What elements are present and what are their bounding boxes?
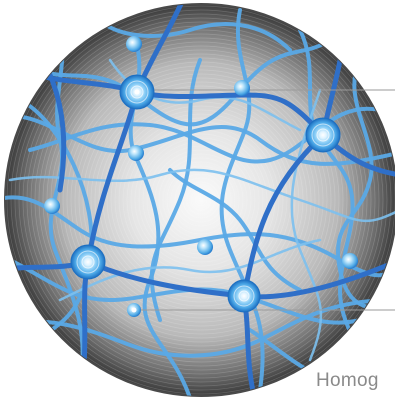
diagram-caption: Homog xyxy=(316,370,379,392)
junction-node-small xyxy=(342,253,358,269)
crosslink-node-large xyxy=(71,245,105,279)
crosslink-node-large xyxy=(228,280,260,312)
junction-node-small xyxy=(44,198,60,214)
junction-node-dot xyxy=(135,90,140,95)
junction-node-small xyxy=(128,145,144,161)
junction-node-small xyxy=(234,80,250,96)
crosslink-node-large xyxy=(306,118,340,152)
junction-node-dot xyxy=(132,308,137,313)
junction-node-small xyxy=(197,239,213,255)
junction-node-small xyxy=(126,36,142,52)
